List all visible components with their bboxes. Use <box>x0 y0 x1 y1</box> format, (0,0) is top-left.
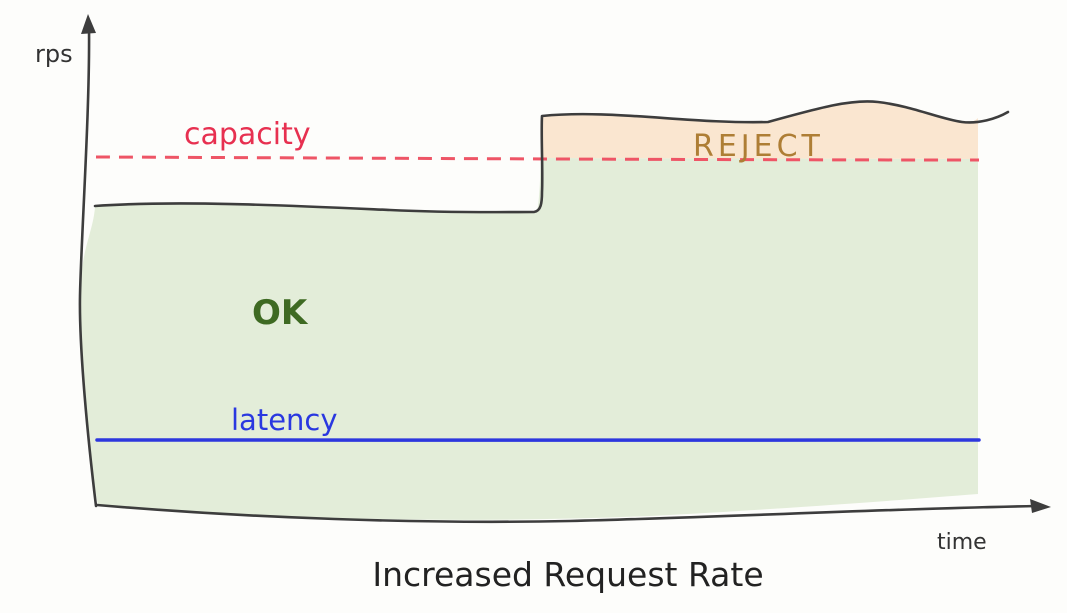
reject-region-fill <box>541 101 978 159</box>
ok-label: OK <box>252 293 309 333</box>
y-axis-arrow-icon <box>81 14 96 34</box>
latency-line <box>95 437 981 443</box>
y-axis-label: rps <box>35 40 73 68</box>
capacity-line <box>95 155 980 162</box>
figure-title: Increased Request Rate <box>372 555 763 594</box>
axes <box>78 14 1051 524</box>
y-axis-line <box>78 25 98 508</box>
regions <box>79 101 978 520</box>
x-axis-arrow-icon <box>1030 499 1051 513</box>
x-axis-line <box>95 503 1038 524</box>
latency-label: latency <box>231 403 338 437</box>
request-rate-curve <box>93 100 1010 214</box>
lines <box>93 100 1010 443</box>
capacity-label: capacity <box>184 117 311 152</box>
reject-label: REJECT <box>693 129 824 164</box>
ok-region-fill <box>79 158 978 520</box>
x-axis-label: time <box>937 530 987 555</box>
labels: rps capacity REJECT OK latency time Incr… <box>35 40 987 594</box>
